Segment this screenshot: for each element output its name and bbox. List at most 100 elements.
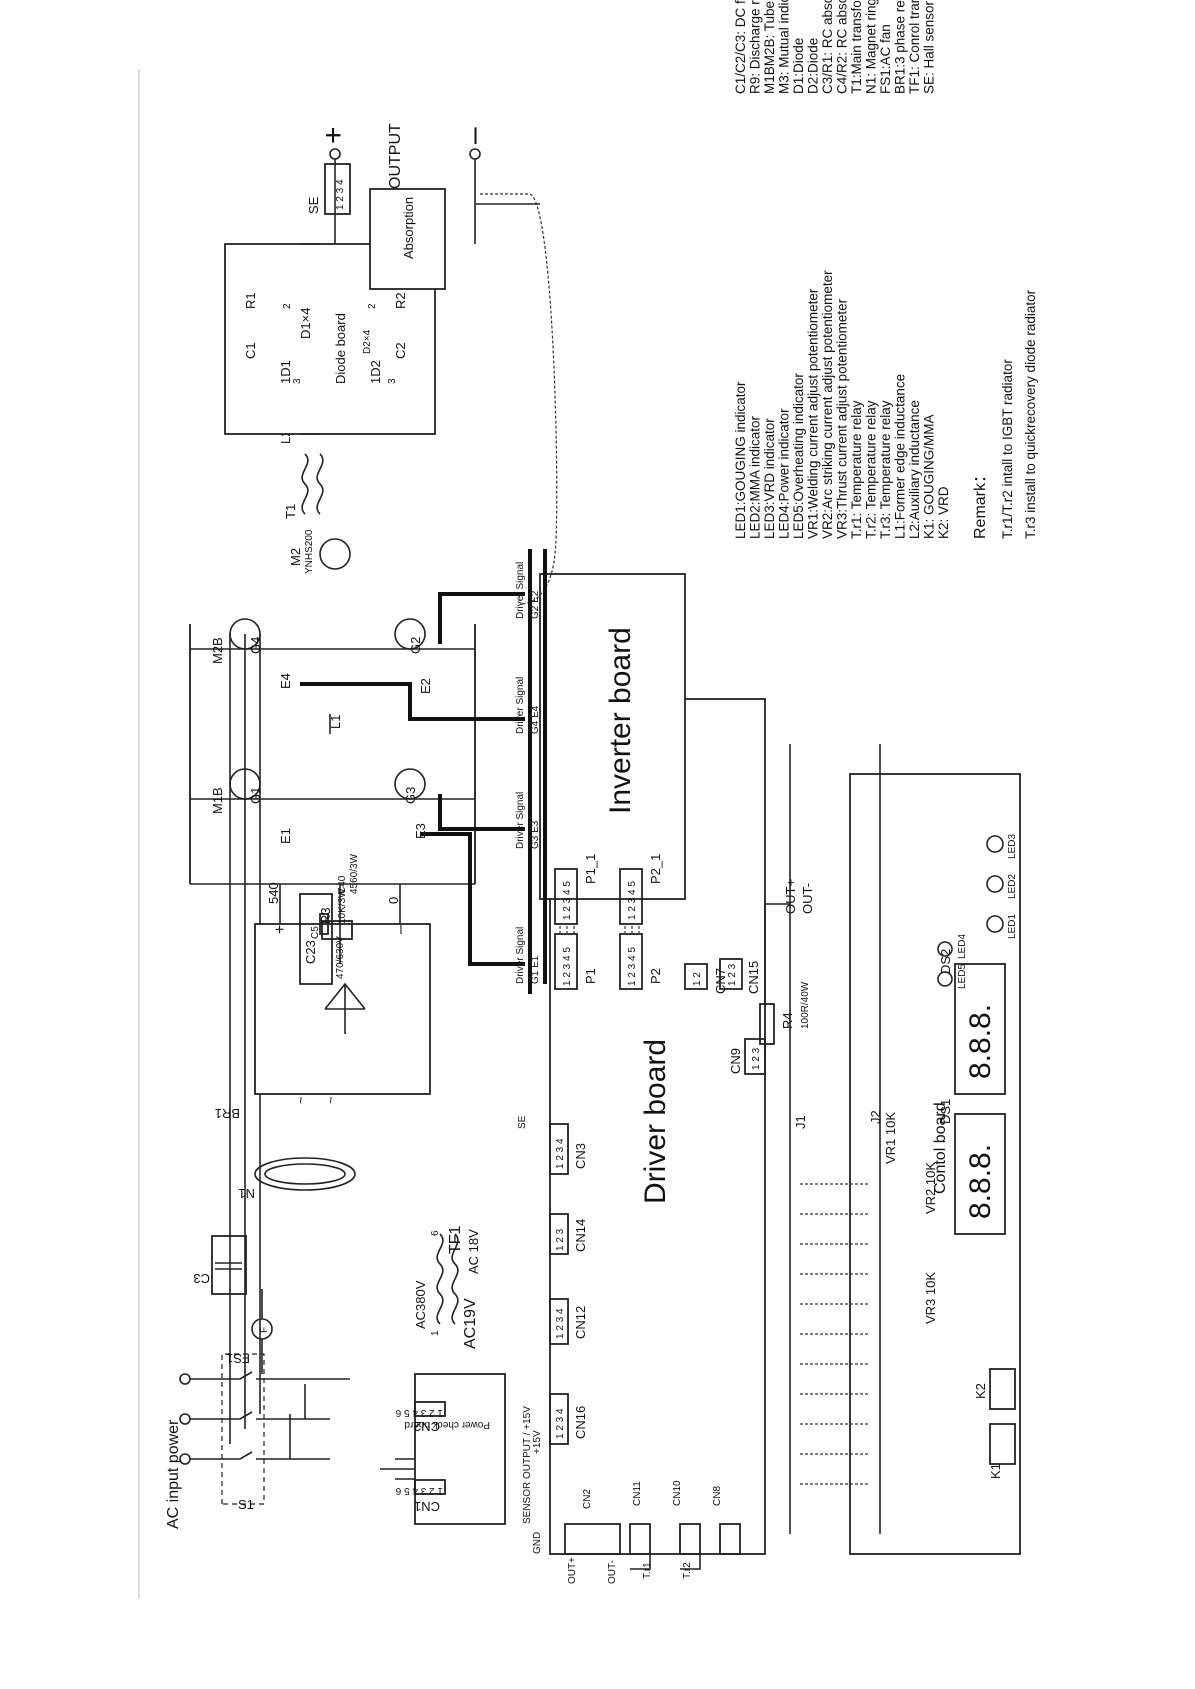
k1-label: K1 [988, 1463, 1003, 1479]
legend-center-item-14: K2: VRD [936, 486, 951, 539]
cap-c23-label: C23 [303, 940, 318, 964]
remark-line-2: T.r3 install to quickrecovery diode radi… [1023, 289, 1038, 539]
led2-label: LED2 [1007, 874, 1018, 899]
igbt-e3-label: E3 [413, 823, 428, 839]
r4-label: R4 [780, 1012, 795, 1029]
remark-title: Remark： [972, 467, 989, 539]
led3-label: LED3 [1007, 834, 1018, 859]
cn16-block [549, 1393, 569, 1445]
legend-right-item-0: C1/C2/C3: DC fitter capacitor [733, 0, 748, 94]
legend-right-item-8: T1:Main transformer [849, 0, 864, 94]
cap-c40-label: C40 [337, 875, 348, 894]
driver-board-title: Driver board [639, 1039, 672, 1204]
driver-signal-3: Driver Signal [515, 677, 526, 734]
driver-signals: SENSOR OUTPUT / +15V [522, 1406, 533, 1524]
led4-label: LED4 [957, 934, 968, 959]
led3-icon [986, 835, 1004, 853]
driver-signal-2: Driver Signal [515, 792, 526, 849]
legend-center-item-13: K1: GOUGING/MMA [922, 414, 937, 539]
cn15-pins: 1 2 3 [727, 963, 738, 986]
cn3-pins: 1 2 3 4 [555, 1138, 566, 1169]
igbt-e1-label: E1 [278, 828, 293, 844]
ds1-digits: 8.8.8. [964, 1144, 997, 1219]
cn7-pins: 1 2 [692, 972, 703, 986]
diode-board-title: Diode board [333, 313, 348, 384]
r4-value: 100R/40W [800, 981, 811, 1029]
power-check-board: Power check board CN1 CN2 1 2 3 4 5 6 1 … [380, 1373, 506, 1525]
bridge-tilde-2: ~ [323, 1096, 338, 1104]
se-pins: 1 2 3 4 [335, 179, 346, 210]
diode-d1x-label: D1×4 [298, 308, 313, 339]
driver-signal-4: Driver Signal [515, 562, 526, 619]
driver-signal-1: Driver Signal [515, 927, 526, 984]
bridge-label: BR1 [215, 1106, 240, 1121]
k2-label: K2 [973, 1383, 988, 1399]
legend-center-item-2: LED3:VRD indicator [762, 418, 777, 539]
absorption-label: Absorption [401, 197, 416, 259]
inverter-board-title: Inverter board [604, 627, 637, 814]
magnet-ring-label: N1 [238, 1186, 255, 1201]
r4-out-minus: OUT- [800, 883, 815, 914]
current-transformer-m2 [319, 538, 351, 570]
legend-center-item-6: VR2:Arc striking current adjust potentio… [820, 270, 835, 539]
hall-sensor-se [324, 163, 351, 215]
cn11-label: CN11 [632, 1481, 643, 1506]
tf1-sec2: AC 18V [466, 1229, 481, 1274]
g3e3-label: G3 E3 [530, 820, 541, 849]
g2e2-label: G2 E2 [530, 590, 541, 619]
igbt-g4-label: G4 [248, 637, 263, 654]
igbt-m1b [229, 768, 261, 800]
tf1-pin1: 1 [430, 1330, 441, 1336]
diode-board [224, 243, 436, 435]
tf1-pin6: 6 [430, 1230, 441, 1236]
resistor-r4: R4 100R/40W OUT+ OUT- [759, 879, 815, 1054]
legend-right-item-12: TF1: Conrol transformer [907, 0, 922, 94]
cn3-se-label: SE [517, 1115, 528, 1129]
igbt-g3-label: G3 [403, 787, 418, 804]
diode-pin3-a: 3 [292, 378, 303, 384]
cn14-pins: 1 2 3 [555, 1228, 566, 1251]
power-check-cn1-pins: 1 2 3 4 5 6 [395, 1485, 443, 1496]
bus-540: 540 [266, 882, 281, 904]
inductor-l1-label: L1 [328, 715, 343, 729]
power-check-cn1: CN1 [414, 1499, 440, 1514]
legend-right-item-4: D1:Diode [791, 38, 806, 94]
cn2-label: CN2 [582, 1489, 593, 1509]
output-label: OUTPUT [387, 123, 404, 189]
igbt-g1-label: G1 [248, 787, 263, 804]
switch-s1-label: S1 [238, 1497, 254, 1512]
igbt-e4-label: E4 [278, 673, 293, 689]
legend-center-item-11: L1:Former edge inductance [893, 374, 908, 539]
ac-input-title: AC input power [165, 1419, 182, 1529]
legend-center-item-3: LED4:Power indicator [777, 408, 792, 539]
res-r3-label: R3 [318, 907, 333, 924]
driver-board: Driver board CN16 1 2 3 4 GND +15V SENSO… [517, 698, 766, 1555]
legend-right-item-10: FS1:AC fan [878, 24, 893, 94]
switch-s1-frame [221, 1353, 265, 1505]
cn15-label: CN15 [746, 961, 761, 994]
magnet-ring-n1: N1 [238, 1157, 356, 1201]
fan-fs1-label: FS1 [226, 1351, 250, 1366]
ds2-digits: 8.8.8. [964, 1004, 997, 1079]
transformer-tf1: TF1 AC380V AC19V AC 18V 1 6 [413, 1225, 481, 1349]
legend-center-item-8: T.r1: Temperature relay [849, 400, 864, 539]
button-k1[interactable] [989, 1423, 1016, 1465]
p2-pins: 1 2 3 4 5 [627, 947, 638, 986]
cn16-tr1: T.r1 [642, 1562, 653, 1579]
tf1-primary: AC380V [413, 1280, 428, 1329]
g4e4-label: G4 E4 [530, 705, 541, 734]
bridge-rectifier-br1: BR1 + – ~ ~ 540 0 [215, 882, 431, 1121]
legend-right-item-6: C3/R1: RC absorber [820, 0, 835, 94]
power-check-title-text: Power check board [404, 1419, 490, 1430]
legend-right-item-5: D2:Diode [806, 38, 821, 94]
bridge-plus: + [272, 925, 289, 934]
button-k2[interactable] [989, 1368, 1016, 1410]
diode-r1-label: R1 [243, 292, 258, 309]
cn16-terminals: OUT+ OUT- T.r1 T.r2 [564, 1523, 741, 1584]
ds1-label: DS1 [938, 1099, 953, 1124]
diode-pin2-a: 2 [282, 303, 293, 309]
